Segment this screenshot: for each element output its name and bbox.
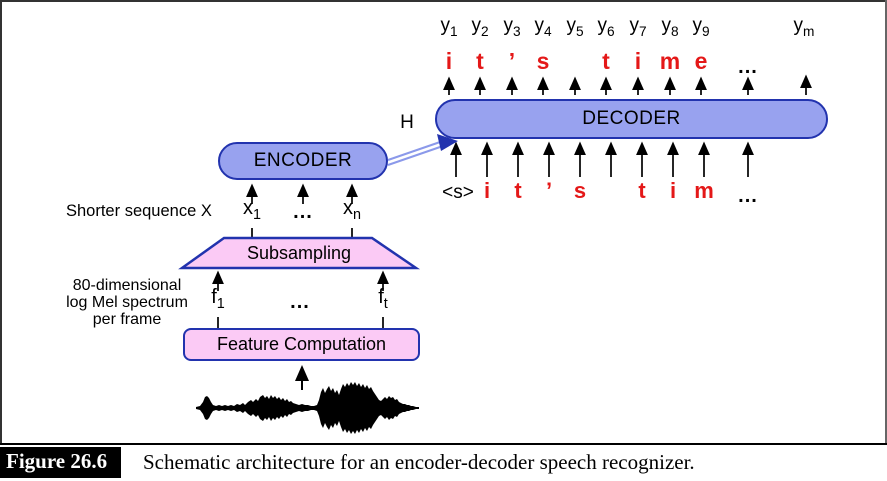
mel-note-line: log Mel spectrum [52, 294, 202, 311]
input-char: m [694, 180, 714, 202]
input-char: i [484, 180, 490, 202]
feature-ellipsis: ... [290, 292, 310, 312]
audio-waveform [196, 382, 419, 434]
decoder-output-arrows [449, 77, 806, 95]
input-char: s [574, 180, 586, 202]
figure-number-label: Figure 26.6 [0, 447, 121, 478]
output-label-y7: y7 [629, 16, 646, 38]
output-char: t [476, 50, 484, 73]
output-label-y1: y1 [440, 16, 457, 38]
frame-left-border [0, 0, 2, 444]
caption-divider-line [0, 443, 887, 445]
hidden-states-label: H [400, 112, 414, 134]
input-char: ’ [546, 180, 552, 202]
output-char: ’ [509, 50, 515, 73]
encoder-input-xn: xn [343, 198, 361, 222]
output-char: e [695, 50, 708, 73]
mel-note-line: 80-dimensional [52, 277, 202, 294]
subsampling-label: Subsampling [247, 243, 351, 264]
output-char: t [602, 50, 610, 73]
figure-caption: Schematic architecture for an encoder-de… [143, 450, 695, 475]
input-char: t [514, 180, 521, 202]
feature-label-f1: f1 [211, 287, 225, 311]
output-ellipsis: ... [738, 57, 758, 77]
output-label-y3: y3 [503, 16, 520, 38]
shorter-sequence-note: Shorter sequence X [66, 202, 212, 221]
encoder-input-ellipsis: ... [293, 202, 313, 222]
output-char: m [660, 50, 680, 73]
start-token: <s> [442, 183, 474, 202]
input-ellipsis: ... [738, 186, 758, 206]
output-char: s [537, 50, 550, 73]
output-char: i [446, 50, 452, 73]
output-label-y2: y2 [471, 16, 488, 38]
output-label-y9: y9 [692, 16, 709, 38]
input-char: i [670, 180, 676, 202]
output-char: i [635, 50, 641, 73]
hidden-states-arrow [388, 134, 458, 165]
feature-computation-box: Feature Computation [183, 328, 420, 361]
output-label-y5: y5 [566, 16, 583, 38]
mel-note-line: per frame [52, 311, 202, 328]
caption-bar: Figure 26.6 Schematic architecture for a… [0, 447, 887, 479]
output-label-ym: ym [794, 16, 815, 38]
feature-label-ft: ft [378, 287, 388, 311]
encoder-box: ENCODER [218, 142, 388, 180]
decoder-input-arrows [456, 144, 748, 177]
encoder-input-x1: x1 [243, 198, 261, 222]
frame-top-border [0, 0, 887, 2]
decoder-box: DECODER [435, 99, 828, 139]
mel-spectrum-note: 80-dimensional log Mel spectrum per fram… [52, 277, 202, 328]
input-char: t [638, 180, 645, 202]
output-label-y8: y8 [661, 16, 678, 38]
output-label-y6: y6 [597, 16, 614, 38]
output-label-y4: y4 [534, 16, 551, 38]
